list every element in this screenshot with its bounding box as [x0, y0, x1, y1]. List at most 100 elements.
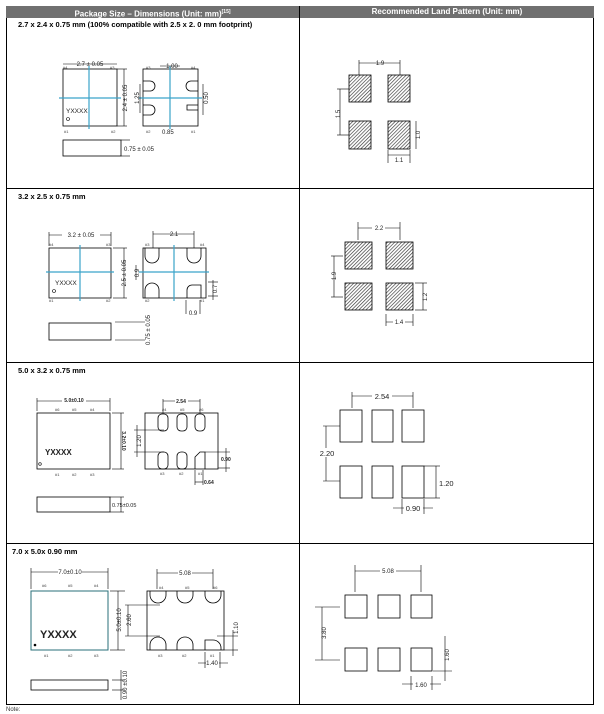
drawing-shape [348, 74, 372, 103]
note-label: Note: [6, 707, 21, 713]
drawing-shape [385, 241, 414, 270]
drawing-shape [157, 451, 169, 470]
drawing-shape [176, 451, 188, 470]
pin-label: #2 [72, 472, 77, 477]
pin-label: #2 [145, 298, 150, 303]
dim-pad-gap: 1.20 [137, 435, 143, 447]
dim-pitch-x: 5.08 [382, 569, 394, 575]
row-title: 5.0 x 3.2 x 0.75 mm [18, 366, 86, 375]
row4-top-view: 7.0±0.10 #6 #5 #4 #1 #2 #3 YXXXX 5.0±0.1… [30, 568, 125, 658]
drawing-shape [143, 80, 198, 116]
dim-pad-w: 1.1 [395, 158, 404, 164]
drawing-shape [371, 409, 394, 443]
pin-label: #4 [49, 242, 54, 247]
dim-pad-w: 1.4 [395, 320, 404, 326]
dim-width: 2.7 ± 0.05 [77, 62, 104, 68]
dim-thickness: 0.75 ± 0.05 [124, 147, 155, 153]
pin-label: #5 [185, 585, 190, 590]
dim-pad-h: 0.7 [213, 284, 219, 293]
pin-label: #3 [158, 653, 163, 658]
pin-label: #3 [110, 65, 115, 70]
row1-top-view: 2.7 ± 0.05 #4 #3 #1 #2 YXXXX 2.4 ± 0.05 [59, 62, 129, 134]
dim-pad-h: 0.90 [221, 457, 231, 463]
dim-pad-h: 1.2 [423, 292, 429, 301]
dim-thickness: 0.90 ±0.10 [123, 670, 129, 699]
drawing-shape [377, 594, 401, 619]
pin-label: #1 [44, 653, 49, 658]
dim-pad-w: 1.60 [415, 683, 427, 689]
drawing-shape [149, 591, 222, 650]
dim-pitch-x: 2.54 [375, 392, 390, 401]
marking: YXXXX [40, 629, 77, 641]
footnote-ref: [15] [221, 9, 231, 15]
drawing-shape [58, 568, 82, 575]
dim-pitch-y: 1.5 [336, 109, 342, 118]
pin-label: #4 [191, 65, 196, 70]
pin-label: #3 [160, 471, 165, 476]
marking: YXXXX [55, 280, 77, 287]
drawing-shape [175, 398, 188, 404]
drawing-shape [38, 462, 42, 466]
pin-label: #3 [145, 242, 150, 247]
row-divider [6, 543, 594, 544]
dim-pad-w: 0.90 [406, 504, 421, 513]
drawing-shape [380, 567, 396, 574]
row1-land-pattern: 1.9 1.5 1.0 1.1 [336, 60, 422, 164]
pin-label: #4 [94, 583, 99, 588]
pin-label: #2 [146, 129, 151, 134]
pin-label: #2 [68, 653, 73, 658]
pin-label: #2 [111, 129, 116, 134]
drawing-shape [344, 282, 373, 311]
drawing-shape [339, 465, 363, 499]
pin-label: #2 [182, 653, 187, 658]
row2-land-pattern: 2.2 1.9 1.2 1.4 [331, 222, 429, 326]
pin-label: #6 [42, 583, 47, 588]
row-title: 2.7 x 2.4 x 0.75 mm (100% compatible wit… [18, 20, 253, 29]
pin-label: #6 [55, 407, 60, 412]
row-title: 3.2 x 2.5 x 0.75 mm [18, 192, 86, 201]
header-package-size: Package Size – Dimensions (Unit: mm)[15] [6, 6, 299, 19]
drawing-shape [144, 248, 202, 298]
dim-pitch: 5.08 [179, 571, 191, 577]
pin-label: #5 [180, 407, 185, 412]
pin-label: #1 [200, 298, 205, 303]
dim-pitch-x: 1.9 [376, 61, 385, 67]
drawing-shape [344, 241, 373, 270]
dim-pitch-y: 2.20 [320, 449, 335, 458]
pin-label: #1 [55, 472, 60, 477]
dim-pad-w: 0.85 [162, 130, 174, 136]
dim-pitch: 2.54 [176, 399, 186, 405]
dim-pad-gap: 1.25 [135, 92, 141, 104]
dim-height: 3.2±0.10 [120, 431, 126, 451]
drawing-shape [30, 590, 109, 651]
drawing-shape [33, 643, 37, 647]
dim-pad-gap: 0.9 [135, 268, 141, 277]
pin-label: #4 [162, 407, 167, 412]
drawing-shape [404, 503, 423, 512]
pin-label: #4 [63, 65, 68, 70]
pin-label: #5 [72, 407, 77, 412]
pin-label: #1 [210, 653, 215, 658]
drawing-shape [30, 679, 109, 691]
pin-label: #3 [106, 242, 111, 247]
drawing-shape [344, 594, 368, 619]
dim-pad-h: 1.10 [234, 622, 240, 634]
pin-label: #3 [90, 472, 95, 477]
dim-height: 2.5 ± 0.05 [122, 259, 128, 286]
dim-pitch-x: 2.2 [375, 226, 384, 232]
row-divider [6, 188, 594, 189]
drawing-shape [410, 594, 433, 619]
dim-pad-w: 0.64 [204, 480, 214, 486]
drawing-shape [401, 465, 425, 499]
row3-bottom-view: 2.54 #4 #5 #6 #3 #2 #1 1.20 0.90 0.64 [134, 398, 231, 486]
row-title: 7.0 x 5.0x 0.90 mm [12, 547, 78, 556]
drawing-shape [62, 139, 122, 157]
pin-label: #6 [213, 585, 218, 590]
drawing-shape [144, 412, 219, 470]
drawing-shape [62, 397, 86, 403]
dim-pad-h: 1.60 [445, 649, 451, 661]
drawing-shape [410, 647, 433, 672]
drawing-shape [62, 231, 100, 238]
drawing-shape [176, 413, 188, 432]
